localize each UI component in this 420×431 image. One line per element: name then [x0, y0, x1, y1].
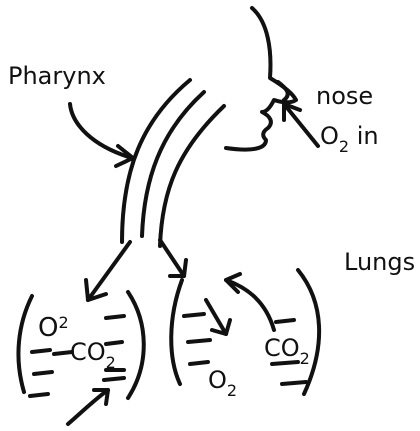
pharynx-label: Pharynx	[8, 62, 106, 90]
left-lung-outline-right	[126, 290, 146, 400]
right-lung-o2-arrow	[204, 298, 228, 336]
pharynx-tube-middle	[140, 90, 206, 238]
left-lung-dash	[28, 392, 50, 398]
left-lung-co2-label: CO2	[70, 338, 116, 372]
nose-label: nose	[316, 82, 373, 110]
left-lung-dash	[104, 340, 124, 346]
right-lung-dash	[188, 360, 210, 366]
lungs-label: Lungs	[344, 248, 415, 276]
left-lung-arrow	[66, 388, 110, 426]
left-lung-dash	[104, 314, 126, 320]
o2-in-label: O2 in	[320, 122, 379, 156]
pharynx-tube-right	[158, 104, 226, 248]
left-lung-dash	[32, 370, 54, 376]
right-lung-outline-left	[169, 278, 184, 386]
right-lung-outline-right	[296, 268, 321, 396]
right-lung-co2-label: CO2	[264, 334, 310, 368]
left-lung-dash	[102, 376, 126, 382]
left-bronchus-arrow	[86, 240, 132, 302]
o2-in-arrow-head	[282, 102, 302, 122]
left-lung-arrow-head	[92, 388, 110, 406]
face-outline	[224, 6, 298, 152]
o2-in-arrow	[282, 102, 320, 148]
right-lung-o2-arrow-head	[210, 318, 232, 336]
right-lung-dash	[186, 338, 212, 344]
right-lung-o2-label: O2	[208, 366, 237, 400]
right-lung-dash	[274, 318, 296, 324]
right-lung-dash	[182, 312, 206, 318]
pharynx-arrow-head	[114, 144, 135, 168]
left-lung-outline-left	[16, 294, 34, 394]
nostril-curve	[276, 80, 290, 102]
left-bronchus-arrow-head	[84, 278, 108, 302]
pharynx-arrow	[68, 102, 134, 160]
right-lung-dash	[280, 380, 308, 386]
right-lung-dash	[270, 360, 300, 366]
pharynx-tube-left	[120, 78, 192, 244]
left-lung-dash	[52, 350, 74, 356]
right-bronchus-arrow	[158, 238, 186, 278]
left-lung-o2-label: O2	[38, 313, 69, 343]
right-lung-co2-arrow-head	[224, 272, 242, 294]
right-lung-co2-arrow	[224, 278, 276, 332]
right-bronchus-arrow-head	[168, 258, 188, 278]
left-lung-dash	[30, 348, 52, 354]
